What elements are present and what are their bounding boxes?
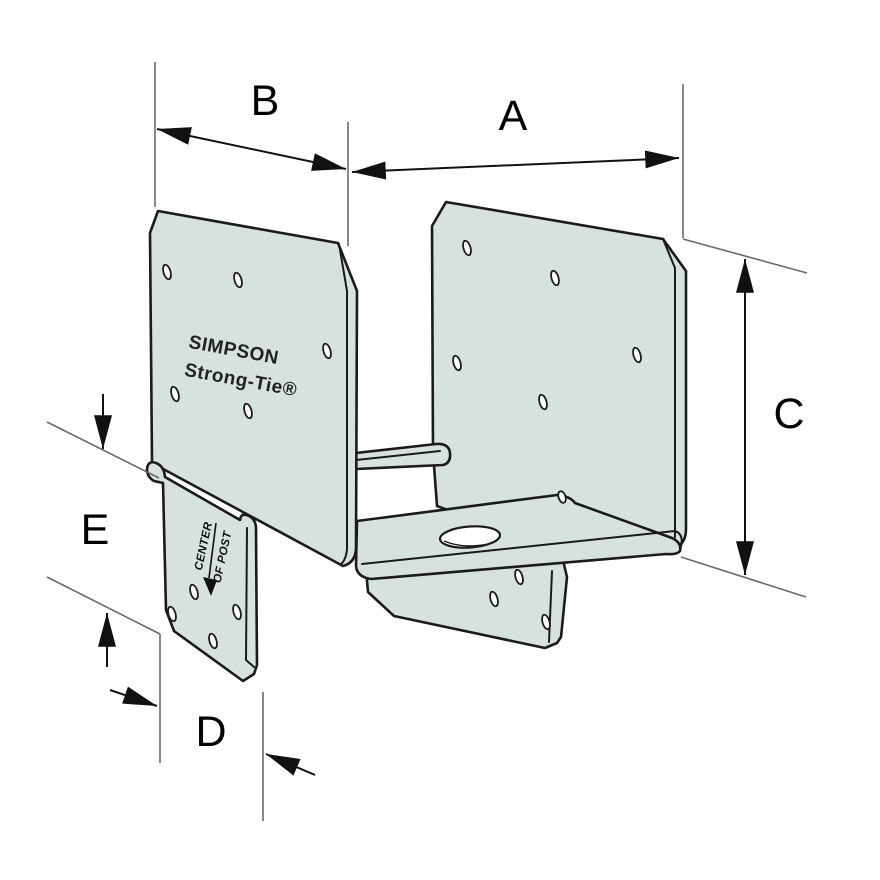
lower-left-plate-holes: [167, 583, 242, 650]
dimension-arrow-d-right: [265, 753, 316, 776]
extension-line-c-top: [682, 238, 808, 274]
dimension-c: C: [680, 238, 808, 598]
extension-line-e-bottom: [46, 576, 161, 635]
dimension-line-b: [156, 127, 347, 171]
extension-line-e-top: [46, 421, 160, 479]
dimension-label-a: A: [499, 92, 528, 140]
dimension-line-a: [351, 150, 680, 180]
back-strap: [354, 442, 452, 471]
upper-left-plate: SIMPSON Strong-Tie®: [148, 209, 359, 568]
center-of-post-arrow-shaft: [208, 522, 217, 579]
right-plate-holes: [452, 239, 642, 411]
lower-left-plate: CENTER OF POST: [145, 460, 259, 683]
dimension-label-e: E: [81, 506, 110, 554]
dimension-label-c: C: [773, 390, 804, 438]
center-of-post-arrow-icon: [203, 577, 217, 596]
front-flange-holes: [489, 568, 551, 631]
seat: [354, 490, 683, 581]
dimension-a: A: [351, 84, 684, 238]
dimension-label-d: D: [195, 708, 226, 756]
dimension-d: D: [109, 634, 316, 821]
post-bolt-hole: [438, 525, 502, 549]
dimension-e: E: [46, 394, 161, 667]
upper-left-plate-holes: [162, 263, 332, 420]
extension-line-c-bottom: [680, 556, 807, 598]
dimension-label-b: B: [251, 77, 280, 125]
dimension-arrow-d-left: [109, 686, 158, 707]
dimension-b: B: [154, 62, 349, 246]
